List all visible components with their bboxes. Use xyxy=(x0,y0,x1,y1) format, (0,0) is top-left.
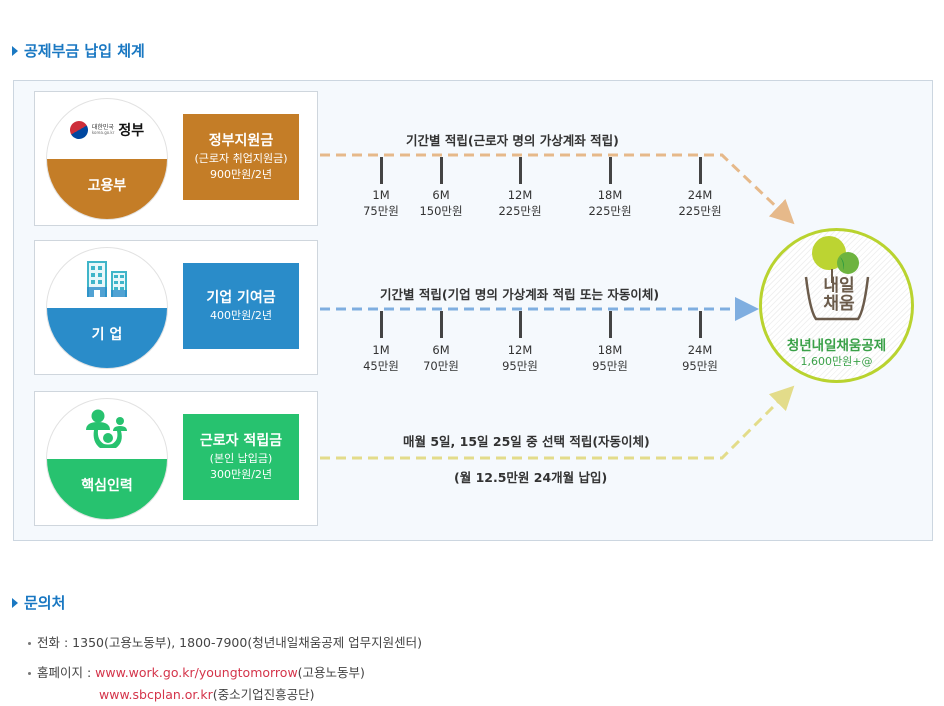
tick-period: 6M xyxy=(432,188,450,202)
worker-savings-box: 근로자 적립금 (본인 납입금) 300만원/2년 xyxy=(183,414,299,500)
tick-amount: 95만원 xyxy=(682,358,718,373)
tree-pot-logo-icon xyxy=(804,236,870,321)
section-title-contact: 문의처 xyxy=(12,592,65,613)
building-icon xyxy=(47,248,167,310)
gov-logo: 대한민국 korea.go.kr 정부 xyxy=(47,99,167,161)
timeline-tick xyxy=(440,157,443,184)
tick-amount: 70만원 xyxy=(423,358,459,373)
box-title: 근로자 적립금 xyxy=(199,432,283,449)
contact-phone: 전화 : 1350(고용노동부), 1800-7900(청년내일채움공제 업무지… xyxy=(28,632,422,651)
bullet-icon xyxy=(28,672,31,675)
youth-tomorrow-fund-goal: 내일 채움 청년내일채움공제 1,600만원+@ xyxy=(759,228,914,383)
link-work-go-kr[interactable]: www.work.go.kr/youngtomorrow xyxy=(95,665,298,680)
timeline-title-worker: 매월 5일, 15일 25일 중 선택 적립(자동이체) xyxy=(403,434,650,449)
government-circle: 대한민국 korea.go.kr 정부 고용부 xyxy=(46,98,168,220)
logo-text: 내일 채움 xyxy=(815,276,863,314)
gov-logo-small: 대한민국 xyxy=(91,124,114,131)
timeline-tick xyxy=(699,157,702,184)
company-circle: 기 업 xyxy=(46,247,168,369)
timeline-note-worker: (월 12.5만원 24개월 납입) xyxy=(454,470,608,485)
tick-amount: 45만원 xyxy=(363,358,399,373)
timeline-tick xyxy=(519,311,522,338)
link-sbcplan-or-kr[interactable]: www.sbcplan.or.kr xyxy=(99,687,213,702)
row-worker: 핵심인력 근로자 적립금 (본인 납입금) 300만원/2년 xyxy=(34,391,318,526)
box-subtitle: (본인 납입금) xyxy=(209,452,273,466)
timeline-tick xyxy=(699,311,702,338)
tick-period: 1M xyxy=(372,343,390,357)
worker-circle: 핵심인력 xyxy=(46,398,168,520)
contact-homepage: 홈페이지 : www.work.go.kr/youngtomorrow(고용노동… xyxy=(28,662,365,681)
timeline-tick xyxy=(440,311,443,338)
timeline-tick xyxy=(380,311,383,338)
tick-amount: 150만원 xyxy=(419,203,463,218)
company-contribution-box: 기업 기여금 400만원/2년 xyxy=(183,263,299,349)
box-title: 기업 기여금 xyxy=(206,289,276,306)
taegeuk-icon xyxy=(66,117,92,143)
box-title: 정부지원금 xyxy=(208,132,274,149)
link1-org: (고용노동부) xyxy=(297,665,365,680)
tick-amount: 95만원 xyxy=(502,358,538,373)
triangle-bullet-icon xyxy=(12,45,18,56)
box-amount: 300만원/2년 xyxy=(209,467,273,481)
tick-amount: 225만원 xyxy=(678,203,722,218)
logo-line-1: 내일 xyxy=(823,276,855,296)
tick-period: 18M xyxy=(597,188,623,202)
contact-homepage-2: www.sbcplan.or.kr(중소기업진흥공단) xyxy=(99,684,315,703)
section-title-payment-system: 공제부금 납입 체계 xyxy=(12,40,145,61)
box-amount: 900만원/2년 xyxy=(209,167,273,181)
tick-period: 1M xyxy=(372,188,390,202)
bullet-icon xyxy=(28,642,31,645)
circle-label: 기 업 xyxy=(47,308,167,368)
triangle-bullet-icon xyxy=(12,597,18,608)
section-title-text: 문의처 xyxy=(24,594,66,612)
tick-amount: 225만원 xyxy=(588,203,632,218)
goal-amount: 1,600만원+@ xyxy=(800,355,873,368)
timeline-tick xyxy=(380,157,383,184)
tick-period: 12M xyxy=(507,343,533,357)
circle-label: 고용부 xyxy=(47,159,167,219)
phone-value: 1350(고용노동부), 1800-7900(청년내일채움공제 업무지원센터) xyxy=(72,635,423,650)
gov-logo-big: 정부 xyxy=(118,123,145,139)
gov-logo-url: korea.go.kr xyxy=(91,130,115,135)
tick-period: 6M xyxy=(432,343,450,357)
box-subtitle: (근로자 취업지원금) xyxy=(194,152,288,166)
tick-period: 24M xyxy=(687,343,713,357)
circle-label: 핵심인력 xyxy=(47,459,167,519)
timeline-tick xyxy=(519,157,522,184)
row-company: 기 업 기업 기여금 400만원/2년 xyxy=(34,240,318,375)
timeline-tick xyxy=(609,311,612,338)
timeline-tick xyxy=(609,157,612,184)
tick-amount: 95만원 xyxy=(592,358,628,373)
goal-name: 청년내일채움공제 xyxy=(786,338,887,354)
homepage-label: 홈페이지 : xyxy=(37,665,96,680)
tick-period: 12M xyxy=(507,188,533,202)
row-government: 대한민국 korea.go.kr 정부 고용부 정부지원금 (근로자 취업지원금… xyxy=(34,91,318,226)
gov-subsidy-box: 정부지원금 (근로자 취업지원금) 900만원/2년 xyxy=(183,114,299,200)
box-amount: 400만원/2년 xyxy=(209,309,273,323)
tick-period: 24M xyxy=(687,188,713,202)
tick-period: 18M xyxy=(597,343,623,357)
logo-line-2: 채움 xyxy=(823,293,855,314)
timeline-title-company: 기간별 적립(기업 명의 가상계좌 적립 또는 자동이체) xyxy=(380,287,660,302)
tick-amount: 75만원 xyxy=(363,203,399,218)
timeline-title-government: 기간별 적립(근로자 명의 가상계좌 적립) xyxy=(406,133,619,148)
link2-org: (중소기업진흥공단) xyxy=(212,687,315,702)
people-icon xyxy=(47,399,167,461)
tick-amount: 225만원 xyxy=(498,203,542,218)
section-title-text: 공제부금 납입 체계 xyxy=(24,42,145,60)
phone-label: 전화 : xyxy=(37,635,73,650)
